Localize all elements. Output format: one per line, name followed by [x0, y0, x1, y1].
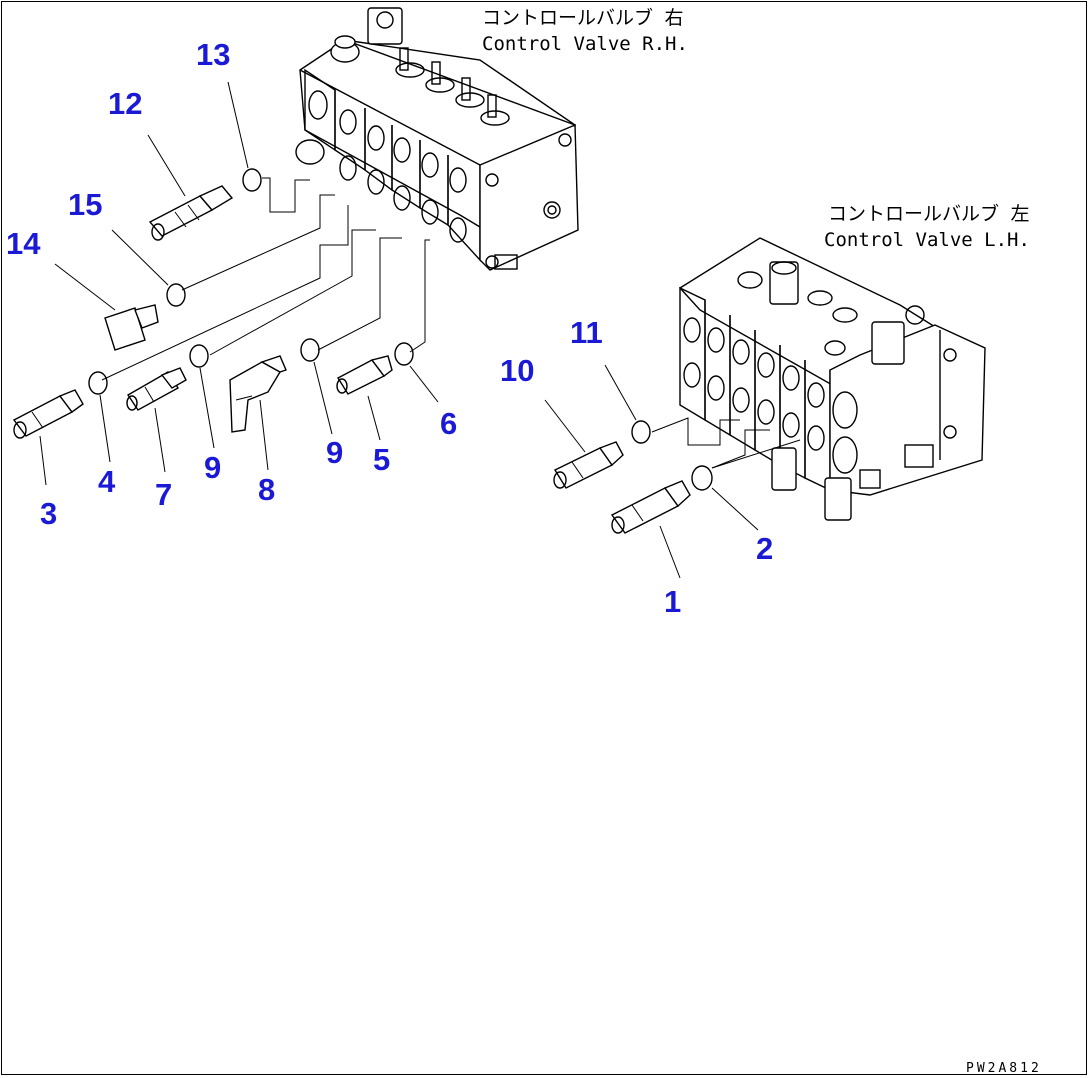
- part-5-fitting: [336, 355, 393, 395]
- caption-rh-jp: コントロールバルブ 右: [482, 6, 683, 29]
- part-14-plug: [104, 304, 159, 351]
- control-valve-lh: [678, 237, 986, 521]
- part-11-o-ring: [631, 420, 651, 444]
- part-10-fitting: [553, 441, 624, 489]
- callout-7: 7: [155, 477, 172, 512]
- caption-lh-en: Control Valve L.H.: [824, 229, 1030, 251]
- callout-15: 15: [68, 187, 102, 222]
- part-3-fitting: [12, 389, 84, 439]
- part-15-o-ring: [166, 283, 186, 307]
- callout-1: 1: [664, 584, 681, 619]
- caption-lh-jp: コントロールバルブ 左: [828, 202, 1029, 225]
- part-9-o-ring-a: [189, 344, 209, 368]
- callout-11: 11: [570, 315, 603, 350]
- leader-lines-lh: [651, 417, 801, 469]
- callout-9b: 9: [326, 435, 343, 470]
- control-valve-rh: [295, 7, 579, 271]
- part-13-o-ring: [242, 168, 262, 192]
- callout-8: 8: [258, 472, 275, 507]
- callout-4: 4: [98, 464, 116, 499]
- callout-2: 2: [756, 531, 773, 566]
- caption-rh-en: Control Valve R.H.: [482, 33, 688, 55]
- callout-10: 10: [500, 353, 534, 388]
- callout-13: 13: [196, 37, 230, 72]
- part-4-o-ring: [88, 371, 108, 395]
- part-6-o-ring: [394, 342, 414, 366]
- callout-14: 14: [6, 226, 41, 261]
- callout-9a: 9: [204, 450, 221, 485]
- callout-leaders: [39, 81, 759, 579]
- callout-12: 12: [108, 86, 142, 121]
- part-1-fitting: [610, 480, 691, 534]
- callout-6: 6: [440, 406, 457, 441]
- part-8-elbow: [229, 355, 287, 433]
- drawing-code: PW2A812: [966, 1061, 1042, 1076]
- callout-5: 5: [373, 442, 390, 477]
- part-9-o-ring-b: [300, 338, 320, 362]
- callout-3: 3: [40, 496, 57, 531]
- leader-lines-rh: [101, 177, 430, 381]
- part-12-fitting: [148, 185, 234, 241]
- part-2-o-ring: [691, 465, 713, 491]
- part-7-fitting: [126, 367, 187, 411]
